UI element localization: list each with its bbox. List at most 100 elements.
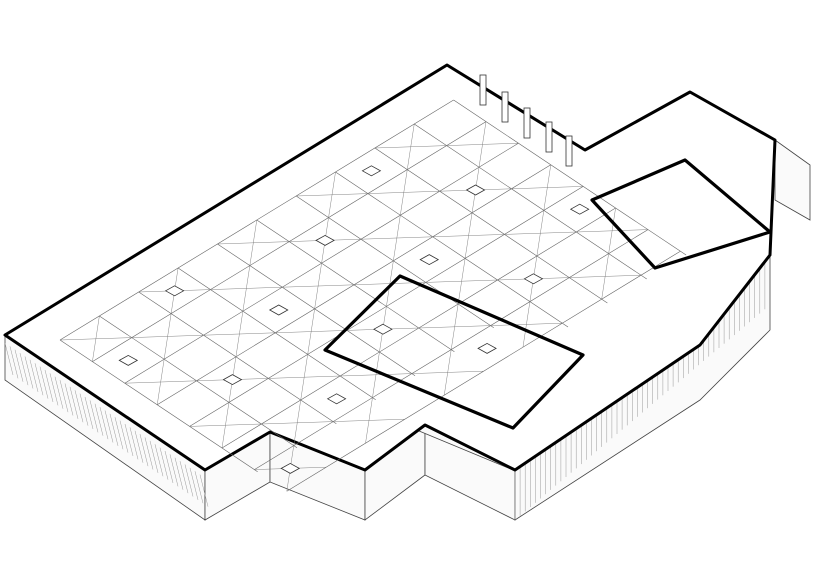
brace — [608, 207, 616, 254]
wall-hatch — [99, 407, 109, 440]
wall-hatch — [174, 457, 184, 490]
grid-beam — [59, 339, 258, 472]
brace — [464, 212, 473, 259]
grid-beam — [414, 123, 647, 280]
brace — [163, 313, 172, 360]
skylight — [361, 165, 382, 177]
wall-hatch — [109, 413, 119, 446]
wall-hatch — [169, 454, 179, 487]
brace — [156, 359, 165, 405]
grid-beam — [453, 99, 687, 256]
grid-beam — [138, 291, 337, 424]
central-courtyard-outline — [323, 274, 585, 430]
wall-hatch — [104, 410, 114, 443]
skylight — [465, 184, 486, 196]
brace — [450, 303, 459, 350]
wall-hatch — [4, 342, 14, 376]
wall-hatch — [69, 386, 79, 419]
brace — [478, 121, 487, 168]
wall-hatch — [74, 390, 84, 423]
grid-beam — [335, 171, 569, 328]
skylight — [477, 342, 497, 354]
brace — [249, 219, 258, 266]
wall-hatch — [49, 373, 59, 406]
brace — [328, 171, 336, 218]
skylight — [118, 354, 139, 366]
rear-wall-right — [774, 139, 811, 221]
brace — [300, 354, 308, 401]
brace — [307, 308, 315, 355]
grid-beam — [177, 267, 376, 400]
skylight — [164, 285, 185, 297]
wall-hatch — [154, 444, 164, 477]
grid-beam — [256, 219, 455, 352]
wall-hatch — [89, 400, 99, 433]
skylight — [373, 323, 393, 335]
courtyard-boxes — [323, 158, 772, 430]
wall-hatch — [119, 420, 129, 453]
skylight — [326, 393, 347, 405]
wall-hatch — [79, 393, 89, 426]
brace — [365, 397, 373, 444]
brace — [407, 123, 415, 170]
grid-beam — [99, 315, 298, 448]
wall-hatch — [44, 369, 54, 403]
wall-hatch — [114, 417, 124, 450]
wall-hatch — [199, 474, 209, 507]
skylight — [523, 273, 544, 285]
wall-hatch — [164, 450, 174, 484]
skylight — [222, 374, 243, 386]
grid-beam — [295, 195, 494, 328]
wall-hatch — [84, 396, 94, 430]
wall-hatch — [159, 447, 169, 480]
wall-hatch — [149, 440, 159, 473]
skylight — [280, 462, 301, 474]
wall-hatch — [34, 363, 44, 396]
brace — [372, 351, 380, 398]
wall-hatch — [59, 380, 69, 413]
brace — [293, 399, 301, 446]
wall-hatch — [129, 427, 139, 460]
grid-beam — [374, 147, 608, 304]
wall-hatch — [54, 376, 64, 409]
wall-hatch — [189, 467, 199, 500]
brace — [92, 315, 100, 362]
wall-hatch — [24, 356, 34, 389]
brace — [536, 210, 545, 257]
cross-bracing — [59, 121, 649, 492]
brace — [314, 263, 322, 309]
brace — [242, 265, 251, 312]
skylight — [315, 234, 335, 246]
wall-hatch — [179, 461, 189, 494]
skylight — [569, 203, 590, 215]
brace — [393, 215, 401, 261]
brace — [221, 402, 230, 449]
wall-hatch — [9, 346, 19, 379]
wall-hatch — [39, 366, 49, 399]
wall-hatch — [14, 349, 24, 382]
upper-courtyard-outline — [590, 158, 772, 270]
brace — [444, 349, 452, 396]
brace — [386, 260, 394, 307]
skylights — [118, 165, 590, 474]
skylight — [268, 304, 289, 316]
wall-hatch — [194, 471, 204, 504]
chimneys — [479, 74, 573, 167]
skylight — [419, 254, 440, 266]
wall-hatch — [124, 423, 134, 457]
wall-hatch — [134, 430, 144, 463]
brace — [235, 311, 244, 357]
roof-outline — [3, 63, 777, 472]
wall-hatch — [144, 437, 154, 470]
wall-hatch — [19, 353, 29, 386]
brace — [543, 164, 552, 211]
brace — [457, 258, 466, 305]
grid-beam — [217, 243, 416, 376]
wall-hatch — [139, 434, 149, 467]
wall-hatch — [64, 383, 74, 416]
wall-hatch — [94, 403, 104, 436]
wall-hatch — [29, 359, 39, 392]
wall-hatch — [184, 464, 194, 497]
brace — [601, 253, 609, 300]
